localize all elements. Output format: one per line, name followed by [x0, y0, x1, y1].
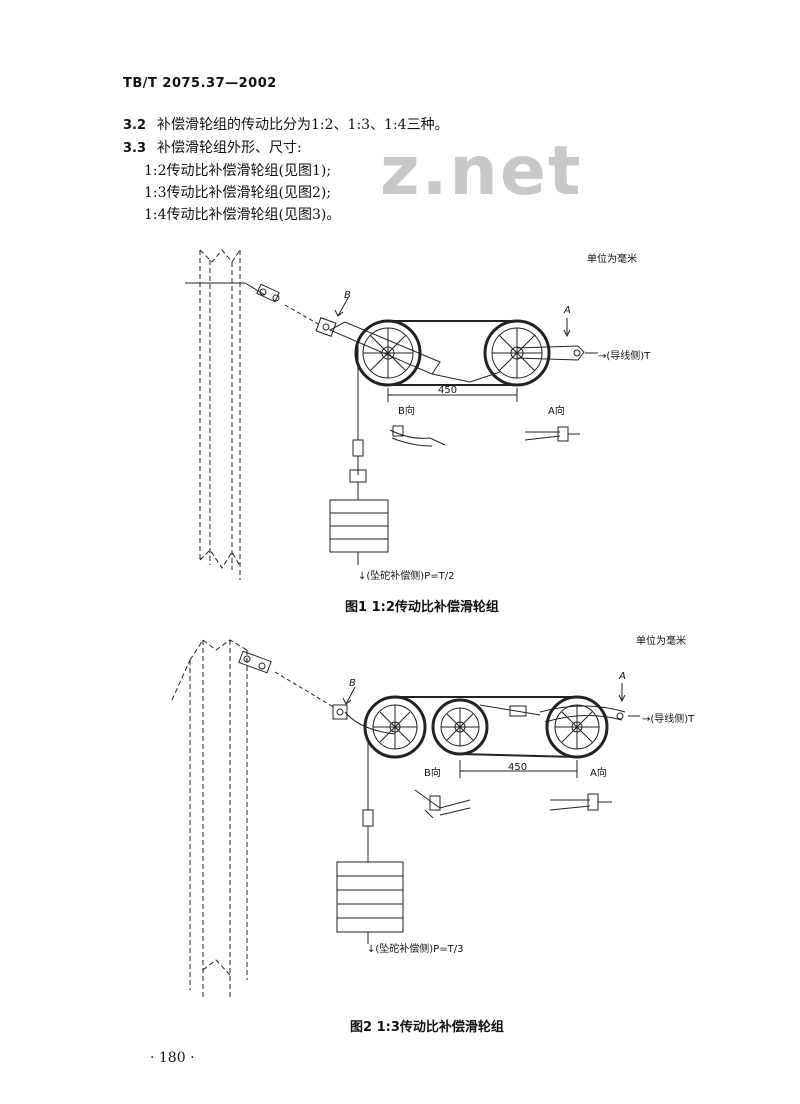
clause-3-2: 3.2 补偿滑轮组的传动比分为1:2、1:3、1:4三种。	[123, 114, 449, 134]
standard-header: TB/T 2075.37—2002	[123, 76, 277, 91]
figure-1-drawing	[185, 249, 598, 580]
a-view-detail	[549, 793, 612, 811]
b-view-detail	[389, 425, 446, 447]
clause-number: 3.2	[123, 118, 147, 133]
mast-clamp	[238, 650, 272, 674]
dimension-label: 450	[438, 385, 458, 396]
wire-side-label: →(导线侧)T	[642, 714, 695, 725]
wire-side-label: →(导线侧)T	[598, 351, 651, 362]
weight-side-label: ↓(坠砣补偿侧)P=T/2	[358, 571, 455, 582]
dimension-label: 450	[508, 762, 528, 773]
a-view-detail	[524, 426, 580, 442]
mast	[171, 639, 248, 1000]
a-view-label: A向	[548, 406, 565, 417]
mast-clamp	[256, 283, 280, 303]
left-clevis	[315, 317, 337, 337]
weight-side-label: ↓(坠砣补偿侧)P=T/3	[367, 944, 464, 955]
list-item: 1:2传动比补偿滑轮组(见图1);	[144, 163, 332, 179]
b-view-label: B向	[424, 768, 441, 779]
wheel-left	[363, 695, 427, 759]
wheel-middle	[431, 698, 489, 756]
clause-number: 3.3	[123, 141, 147, 156]
label-a: A	[564, 305, 571, 316]
list-item: 1:3传动比补偿滑轮组(见图2);	[144, 185, 332, 201]
counterweight-stack	[336, 861, 404, 933]
watermark: z.net	[380, 132, 583, 211]
figure-2-caption: 图2 1:3传动比补偿滑轮组	[350, 1020, 504, 1035]
page-number: · 180 ·	[150, 1050, 195, 1066]
label-b: B	[349, 678, 356, 689]
list-item: 1:4传动比补偿滑轮组(见图3)。	[144, 207, 341, 223]
figure-1-caption: 图1 1:2传动比补偿滑轮组	[345, 600, 499, 615]
figure-2-drawing	[171, 639, 640, 1000]
left-clevis	[332, 704, 348, 720]
clause-text: 补偿滑轮组外形、尺寸:	[157, 140, 302, 156]
clause-3-3: 3.3 补偿滑轮组外形、尺寸:	[123, 137, 302, 157]
b-view-detail	[414, 789, 471, 819]
label-a: A	[619, 671, 626, 682]
counterweight-stack	[329, 499, 389, 553]
b-view-label: B向	[398, 406, 415, 417]
unit-note: 单位为毫米	[587, 254, 637, 265]
wheel-left	[354, 319, 422, 387]
clause-text: 补偿滑轮组的传动比分为1:2、1:3、1:4三种。	[157, 117, 449, 133]
label-b: B	[344, 290, 351, 301]
mast	[199, 249, 241, 580]
a-view-label: A向	[590, 768, 607, 779]
unit-note: 单位为毫米	[636, 636, 686, 647]
